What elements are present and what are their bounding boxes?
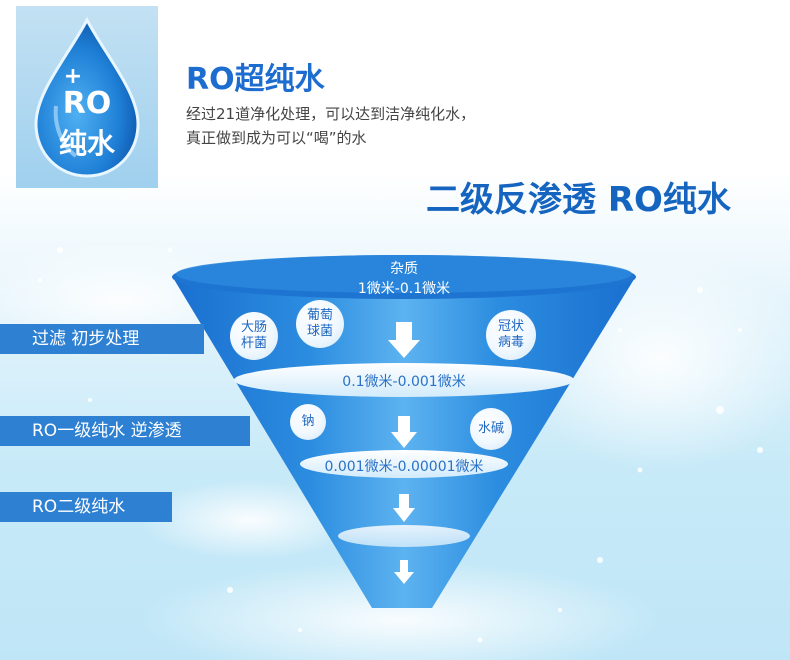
bubble-scale: 水碱 bbox=[470, 408, 512, 450]
band-ring-1 bbox=[234, 363, 574, 397]
bubble-sodium: 钠 bbox=[290, 404, 326, 440]
band-ring-3 bbox=[338, 525, 470, 547]
description-line-2: 真正做到成为可以“喝”的水 bbox=[186, 129, 367, 147]
band-ring-2 bbox=[300, 450, 508, 478]
logo-cn: 纯水 bbox=[58, 127, 115, 160]
water-drop-icon bbox=[34, 16, 140, 178]
bubble-staph: 葡萄球菌 bbox=[296, 300, 344, 348]
impurity-size-label: 1微米-0.1微米 bbox=[357, 281, 451, 297]
page-title: RO超纯水 bbox=[186, 62, 325, 97]
description-line-1: 经过21道净化处理，可以达到洁净纯化水， bbox=[186, 105, 476, 123]
stage-label-filtration: 过滤 初步处理 bbox=[0, 324, 204, 354]
bubble-coronavirus: 冠状病毒 bbox=[486, 310, 536, 360]
stage-label-ro-level2: RO二级纯水 bbox=[0, 492, 172, 522]
down-arrow-icon bbox=[391, 416, 417, 448]
band-label-2: 0.001微米-0.00001微米 bbox=[324, 459, 484, 475]
section-headline: 二级反渗透 RO纯水 bbox=[426, 180, 731, 220]
bubble-e-coli: 大肠杆菌 bbox=[230, 312, 278, 360]
stage-label-ro-level1: RO一级纯水 逆渗透 bbox=[0, 416, 250, 446]
logo-plus: + bbox=[63, 64, 83, 89]
logo-ro: RO bbox=[62, 86, 112, 121]
down-arrow-icon bbox=[394, 560, 414, 584]
down-arrow-icon bbox=[393, 494, 415, 522]
funnel-top-label: 杂质 1微米-0.1微米 bbox=[304, 258, 504, 298]
ro-water-logo: + RO 纯水 bbox=[16, 6, 158, 188]
impurity-label: 杂质 bbox=[390, 261, 418, 277]
down-arrow-icon bbox=[388, 322, 420, 358]
band-label-1: 0.1微米-0.001微米 bbox=[342, 374, 466, 390]
